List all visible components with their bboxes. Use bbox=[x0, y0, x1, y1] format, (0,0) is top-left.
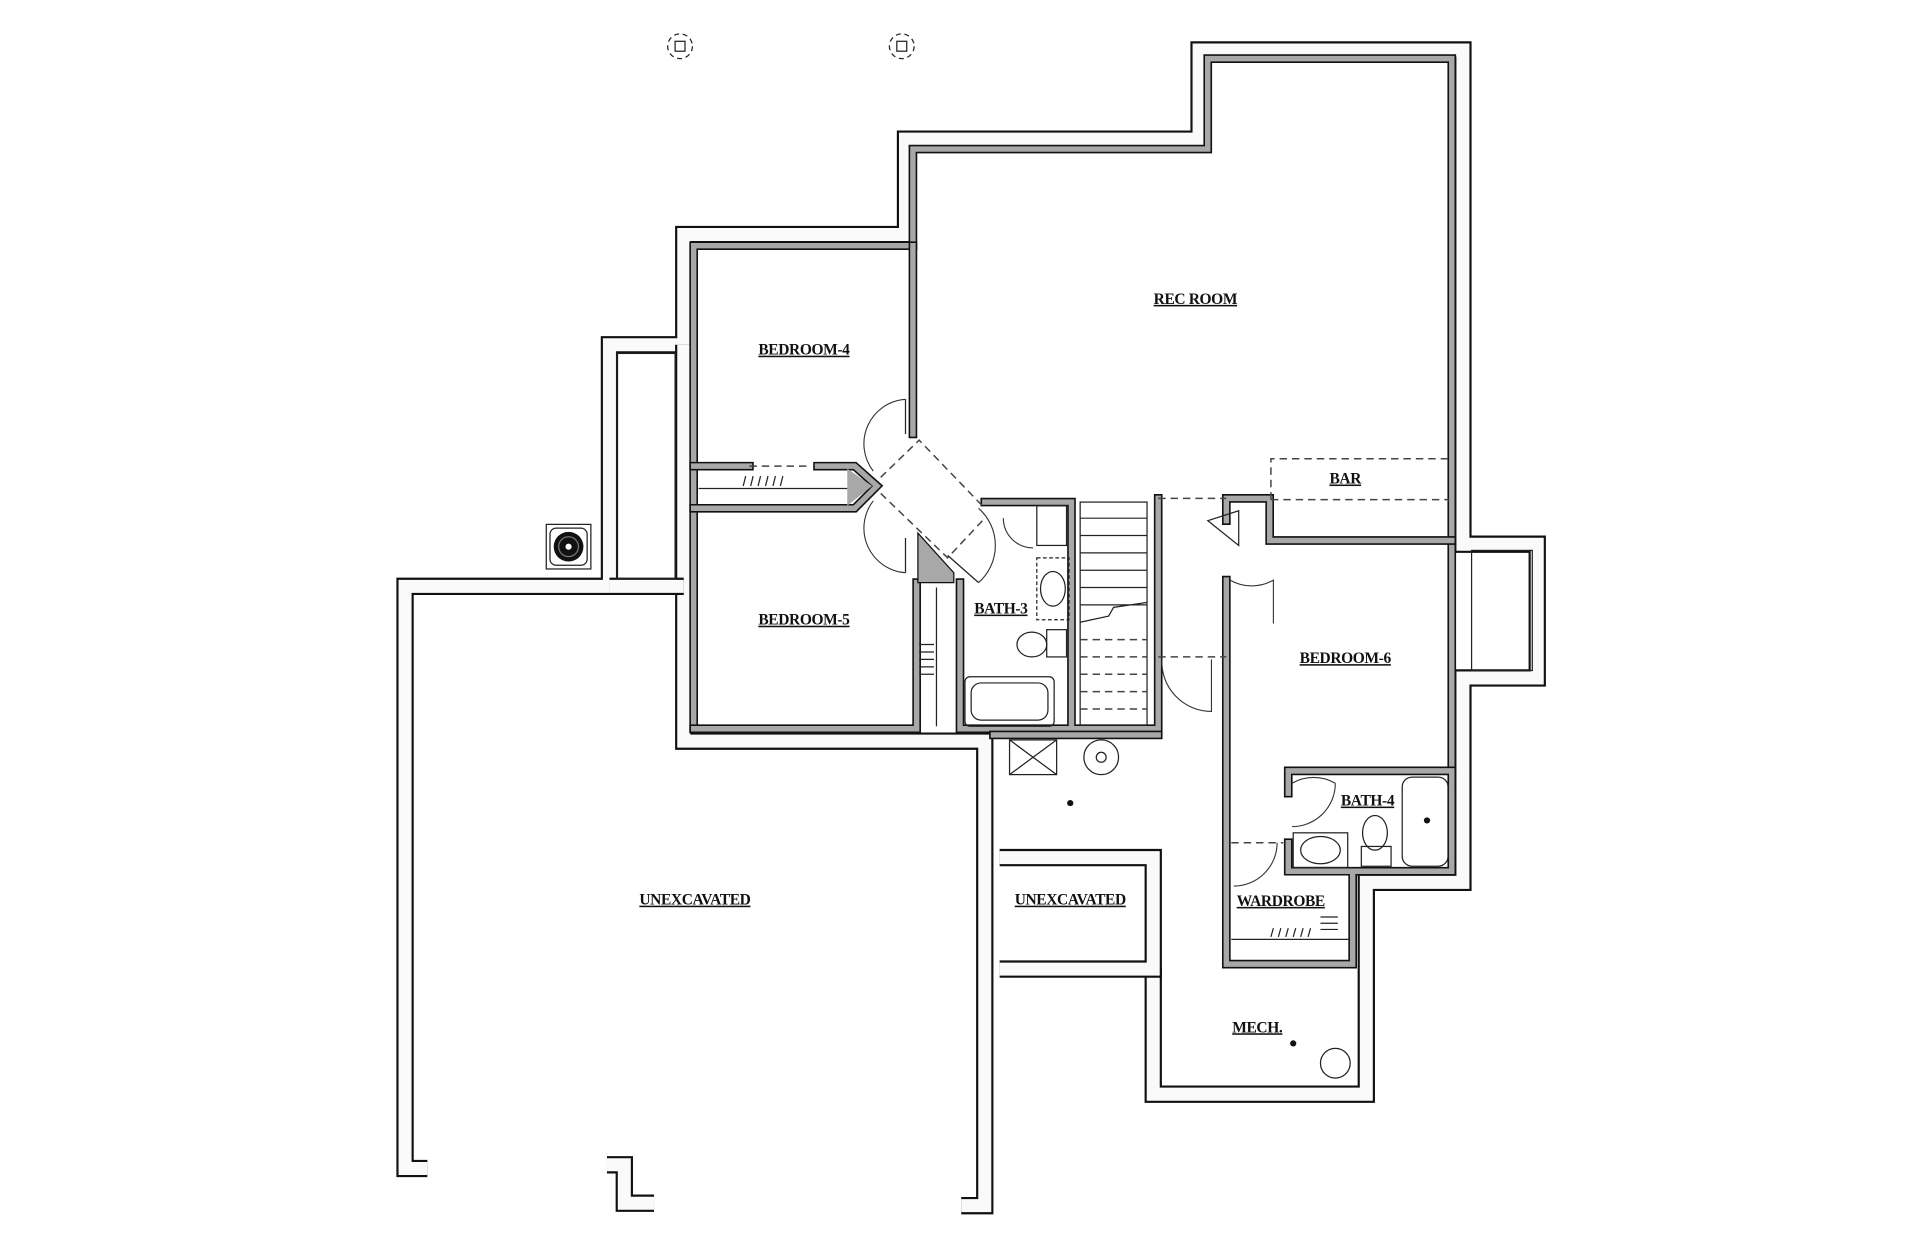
bath-3-fixtures bbox=[964, 505, 1070, 727]
closet-rods bbox=[698, 475, 1351, 940]
doors bbox=[749, 398, 1336, 887]
survey-marker-icon bbox=[667, 33, 694, 60]
room-label-bath-4: BATH-4 bbox=[1341, 793, 1395, 810]
survey-marker-icon bbox=[888, 33, 915, 60]
room-label-bar: BAR bbox=[1329, 471, 1362, 488]
room-label-wardrobe: WARDROBE bbox=[1237, 893, 1325, 910]
room-label-bedroom-4: BEDROOM-4 bbox=[758, 342, 850, 359]
room-label-bedroom-6: BEDROOM-6 bbox=[1300, 650, 1392, 667]
bath-4-fixtures bbox=[1292, 776, 1449, 869]
room-label-mech: MECH. bbox=[1232, 1019, 1283, 1036]
interior-walls bbox=[689, 54, 1457, 969]
ac-unit-icon bbox=[545, 523, 592, 570]
stairs bbox=[1079, 501, 1148, 726]
room-label-unexcavated-small: UNEXCAVATED bbox=[1015, 892, 1126, 909]
room-label-unexcavated: UNEXCAVATED bbox=[639, 892, 750, 909]
mechanical-fixtures bbox=[1008, 739, 1351, 1079]
room-label-bath-3: BATH-3 bbox=[974, 601, 1028, 618]
room-label-bedroom-5: BEDROOM-5 bbox=[758, 612, 850, 629]
bar-outline bbox=[1270, 457, 1450, 501]
room-label-rec-room: REC ROOM bbox=[1154, 291, 1238, 308]
foundation-walls bbox=[396, 41, 1546, 1215]
